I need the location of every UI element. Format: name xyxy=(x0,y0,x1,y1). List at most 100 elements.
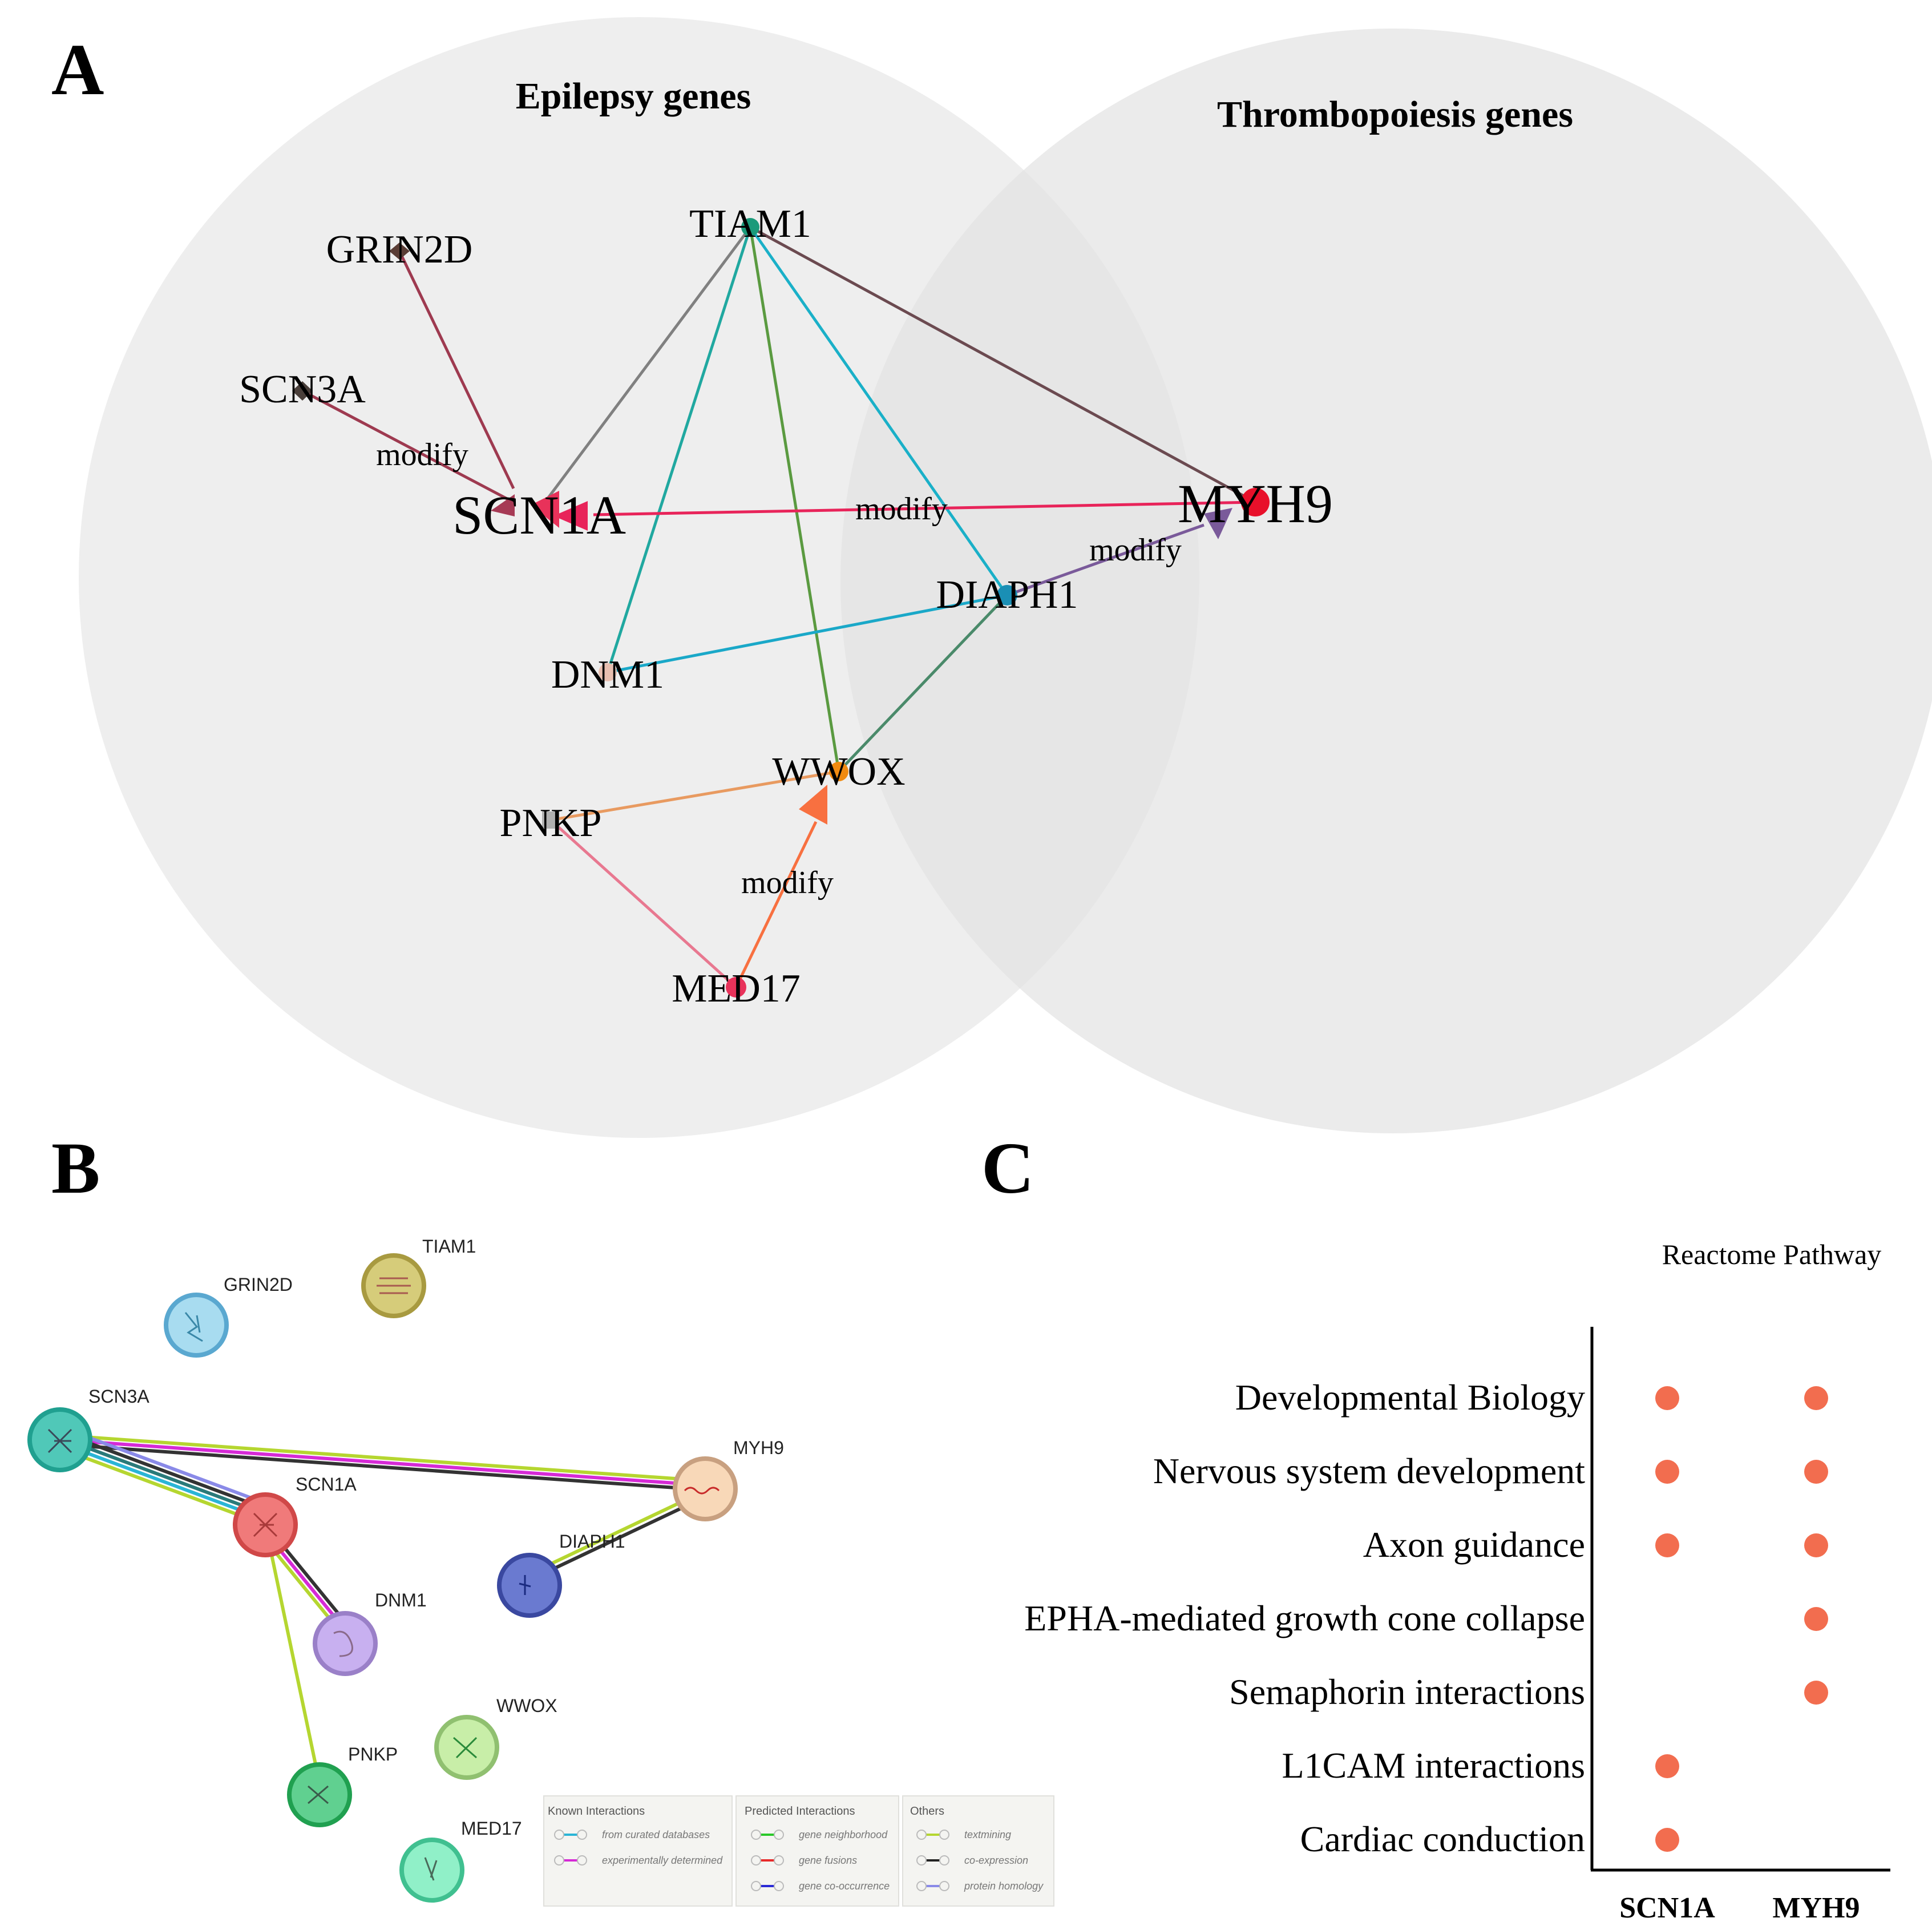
edge-diaph1-myh9 xyxy=(526,1491,706,1581)
arrowhead-myh9-scn1a xyxy=(553,501,588,531)
label-med17: MED17 xyxy=(672,967,801,1011)
pathway-dot-myh9 xyxy=(1804,1681,1828,1705)
protein-node-myh9[interactable] xyxy=(673,1456,738,1521)
pathway-label: Nervous system development xyxy=(1153,1451,1585,1491)
arrowhead-diaph1-myh9 xyxy=(1204,508,1232,539)
label-wwox: WWOX xyxy=(772,750,905,794)
network-edges xyxy=(301,225,1256,988)
node-dnm1[interactable] xyxy=(599,663,617,681)
legend-swatch-gene-fusions xyxy=(751,1855,761,1866)
legend-swatch-gene-neighborhood xyxy=(751,1830,761,1840)
legend-swatch-co-expression xyxy=(916,1855,927,1866)
arrowhead-med17-wwox xyxy=(799,785,827,825)
node-pnkp[interactable] xyxy=(542,811,559,829)
node-grin2d[interactable] xyxy=(389,243,410,260)
protein-node-pnkp[interactable] xyxy=(287,1762,352,1827)
legend-swatch-gene-co-occurrence xyxy=(751,1881,761,1891)
label-scn3a: SCN3A xyxy=(239,368,366,411)
legend-swatch-experimentally-determined xyxy=(554,1855,564,1866)
legend-item-protein-homology: protein homology xyxy=(964,1880,1044,1892)
venn-circle-thrombopoiesis xyxy=(840,29,1932,1133)
arrowheads xyxy=(491,494,1232,825)
pathway-dot-myh9 xyxy=(1804,1460,1828,1484)
pathway-dot-scn1a xyxy=(1655,1460,1679,1484)
protein-label-dnm1: DNM1 xyxy=(375,1590,427,1610)
legend-item-experimentally-determined: experimentally determined xyxy=(602,1855,723,1866)
node-scn1a[interactable] xyxy=(531,491,559,528)
panel-a: A Epilepsy genes Thrombopoiesis genes xyxy=(51,17,1932,1138)
protein-label-scn3a: SCN3A xyxy=(88,1386,149,1407)
node-tiam1[interactable] xyxy=(741,218,759,236)
string-legend: Known Interactions Predicted Interaction… xyxy=(543,1795,1054,1907)
node-wwox[interactable] xyxy=(829,762,848,781)
protein-label-diaph1: DIAPH1 xyxy=(559,1531,625,1552)
node-med17[interactable] xyxy=(726,977,746,998)
edge-label-diaph1-myh9: modify xyxy=(1089,532,1182,568)
column-label-myh9: MYH9 xyxy=(1772,1892,1860,1924)
protein-label-wwox: WWOX xyxy=(496,1695,557,1716)
column-label-scn1a: SCN1A xyxy=(1619,1892,1715,1924)
pathway-label: L1CAM interactions xyxy=(1282,1745,1585,1786)
label-myh9: MYH9 xyxy=(1178,473,1333,534)
panel-b-label: B xyxy=(51,1128,100,1209)
legend-others-box xyxy=(902,1795,1054,1907)
legend-item-curated-databases: from curated databases xyxy=(602,1829,710,1840)
edge-scn3a-myh9 xyxy=(59,1434,708,1492)
structure-icon-scn1a xyxy=(253,1512,278,1537)
edge-scn3a-scn1a xyxy=(301,389,515,504)
edge-tiam1-scn1a xyxy=(543,226,752,503)
structure-icon-scn3a xyxy=(47,1428,72,1453)
structure-icon-diaph1 xyxy=(519,1575,531,1595)
legend-predicted-title: Predicted Interactions xyxy=(745,1805,855,1818)
reactome-title: Reactome Pathway xyxy=(1662,1238,1882,1270)
legend-others-title: Others xyxy=(910,1805,944,1818)
pathway-dot-scn1a xyxy=(1655,1828,1679,1852)
label-tiam1: TIAM1 xyxy=(689,202,811,246)
protein-label-grin2d: GRIN2D xyxy=(224,1274,293,1295)
label-grin2d: GRIN2D xyxy=(326,228,473,272)
arrowhead-scn3a-scn1a xyxy=(491,494,515,516)
structure-icon-grin2d xyxy=(184,1312,203,1342)
edge-scn1a-pnkp xyxy=(264,1524,321,1784)
protein-label-med17: MED17 xyxy=(461,1818,522,1839)
edge-tiam1-wwox xyxy=(749,227,840,772)
legend-item-textmining: textmining xyxy=(964,1829,1011,1840)
edge-tiam1-diaph1 xyxy=(749,226,1009,596)
pathway-dot-myh9 xyxy=(1804,1607,1828,1631)
edge-label-myh9-scn1a: modify xyxy=(855,491,948,527)
node-diaph1[interactable] xyxy=(997,585,1017,605)
legend-swatch-curated-databases xyxy=(554,1830,564,1840)
structure-icon-pnkp xyxy=(308,1785,329,1804)
node-myh9[interactable] xyxy=(1241,488,1270,516)
edge-label-scn3a-scn1a: modify xyxy=(376,437,468,473)
protein-node-med17[interactable] xyxy=(399,1838,464,1903)
node-labels: TIAM1 GRIN2D SCN3A SCN1A MYH9 DIAPH1 DNM… xyxy=(239,202,1333,1011)
edge-diaph1-wwox xyxy=(838,594,1008,773)
structure-icon-tiam1 xyxy=(377,1277,411,1294)
label-diaph1: DIAPH1 xyxy=(936,573,1078,617)
string-edges xyxy=(59,1430,708,1784)
legend-known-box xyxy=(543,1795,733,1907)
pathway-label: Developmental Biology xyxy=(1235,1377,1585,1418)
protein-labels: GRIN2D TIAM1 SCN3A SCN1A MYH9 DIAPH1 DNM… xyxy=(88,1236,784,1839)
pathway-dot-myh9 xyxy=(1804,1533,1828,1557)
protein-node-dnm1[interactable] xyxy=(313,1611,378,1676)
pathway-label: Cardiac conduction xyxy=(1300,1819,1585,1859)
structure-icon-dnm1 xyxy=(333,1630,353,1657)
structure-icon-myh9 xyxy=(684,1487,720,1495)
pathway-label: EPHA-mediated growth cone collapse xyxy=(1024,1598,1585,1638)
node-scn3a[interactable] xyxy=(292,381,313,401)
legend-item-gene-neighborhood: gene neighborhood xyxy=(799,1829,888,1840)
protein-label-myh9: MYH9 xyxy=(733,1438,784,1458)
label-pnkp: PNKP xyxy=(500,801,602,845)
edge-labels: modify modify modify modify xyxy=(376,437,1182,901)
panel-a-label: A xyxy=(51,29,104,110)
edge-myh9-scn1a xyxy=(593,500,1256,516)
label-dnm1: DNM1 xyxy=(551,653,664,697)
edge-tiam1-dnm1 xyxy=(606,227,752,673)
label-scn1a: SCN1A xyxy=(452,484,626,546)
edge-scn3a-scn1a xyxy=(62,1430,276,1527)
protein-structure-icons xyxy=(47,1277,720,1881)
